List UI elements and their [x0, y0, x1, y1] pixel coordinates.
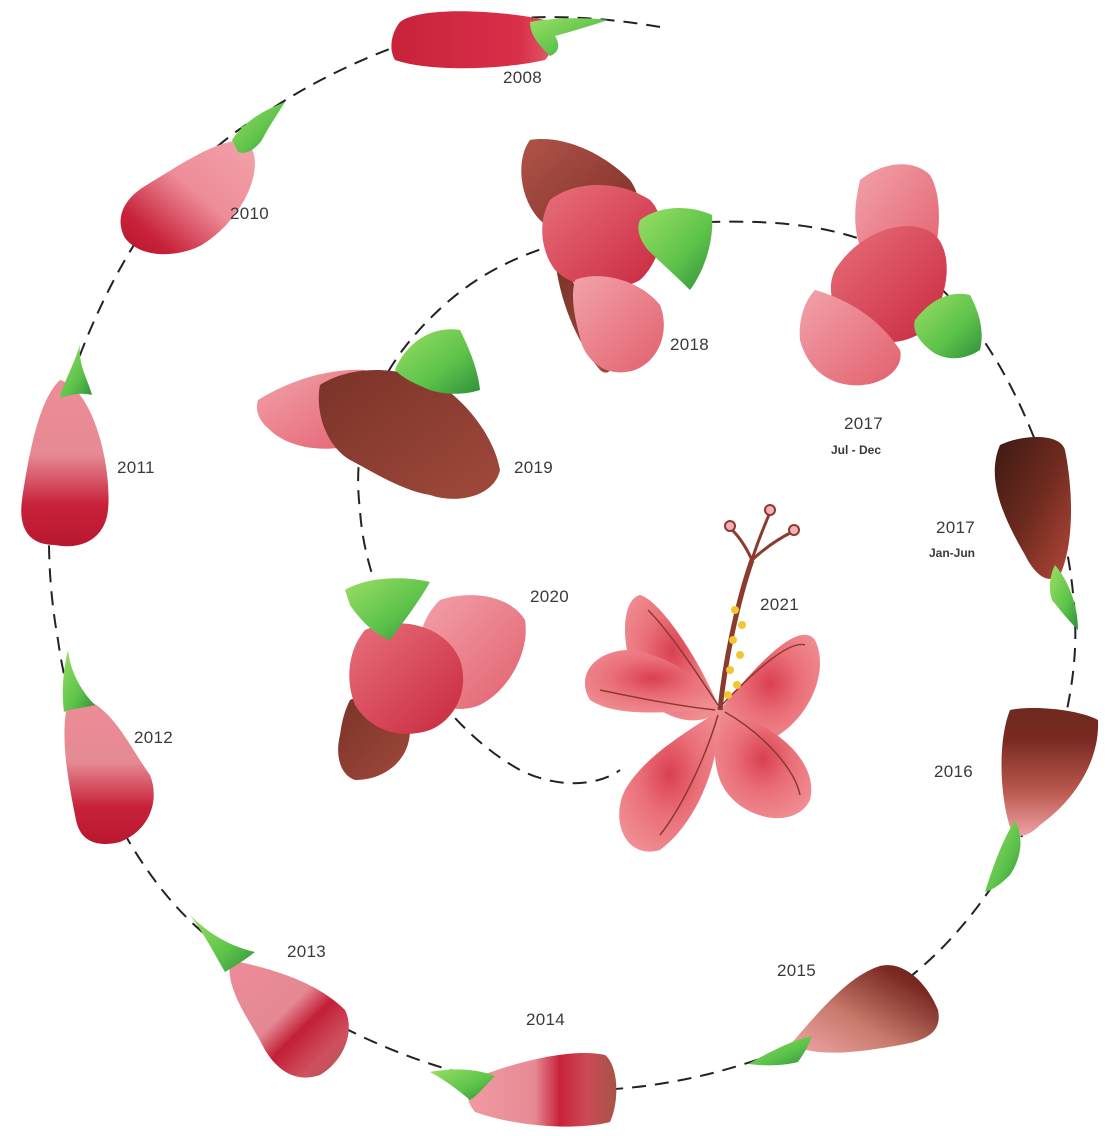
label-2016: 2016 [934, 762, 973, 782]
sepal-2011 [60, 345, 92, 398]
label-2008: 2008 [503, 68, 542, 88]
sepal-2010 [232, 102, 285, 153]
sepal-2012 [63, 650, 95, 712]
bud-2017-jan-jun [995, 437, 1078, 630]
label-2019: 2019 [514, 458, 553, 478]
bud-2008 [391, 11, 608, 68]
bud-2016 [985, 708, 1098, 892]
label-2017-jul-dec: 2017 [844, 414, 883, 434]
flower-2019 [257, 329, 500, 499]
bud-2011 [21, 345, 108, 546]
stigma [730, 512, 792, 560]
label-2011: 2011 [117, 458, 155, 478]
label-2010: 2010 [230, 204, 269, 224]
bud-2013 [190, 915, 349, 1078]
sepal-2015 [748, 1036, 812, 1065]
sepal-2016 [985, 820, 1020, 892]
sublabel-2017-jan-jun: Jan-Jun [929, 546, 975, 560]
label-2017-jan-jun: 2017 [936, 518, 975, 538]
label-2020: 2020 [530, 587, 569, 607]
sublabel-2017-jul-dec: Jul - Dec [831, 443, 881, 457]
bud-2010 [121, 102, 285, 254]
label-2018: 2018 [670, 335, 709, 355]
bud-2014 [430, 1053, 616, 1127]
label-2013: 2013 [287, 942, 326, 962]
flower-2017-jul-dec [800, 164, 982, 385]
sepal-2017-jan-jun [1050, 565, 1078, 630]
label-2012: 2012 [134, 728, 173, 748]
label-2014: 2014 [526, 1010, 565, 1030]
flower-2020 [338, 578, 526, 780]
sepal-2018 [638, 208, 712, 290]
label-2021: 2021 [760, 595, 799, 615]
label-2015: 2015 [777, 961, 816, 981]
flower-2021-open [585, 505, 820, 852]
